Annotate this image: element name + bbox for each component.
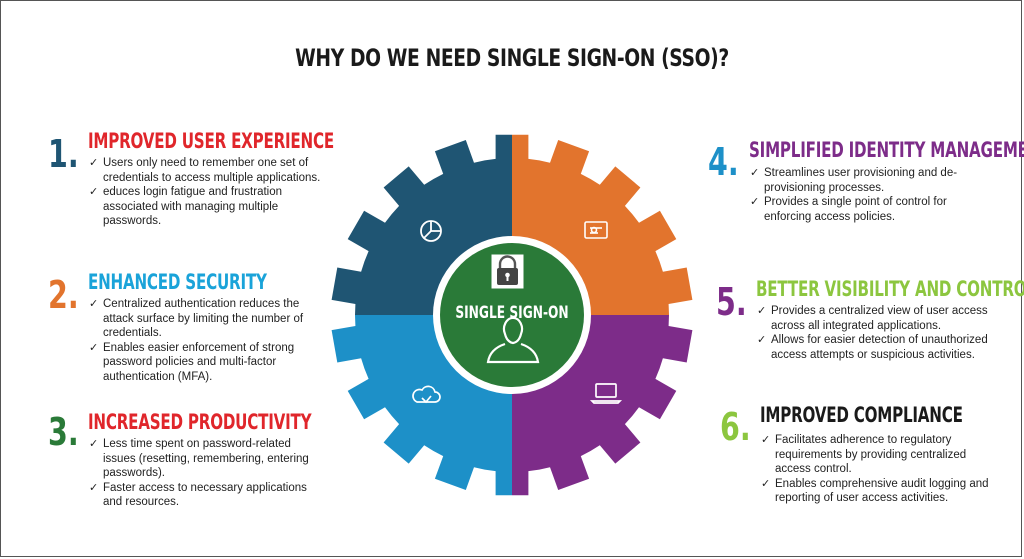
check-icon: ✓ bbox=[89, 157, 99, 169]
list-item: ✓educes login fatigue and frustration as… bbox=[89, 186, 283, 227]
list-item: ✓Provides a centralized view of user acc… bbox=[757, 305, 988, 332]
item-title: BETTER VISIBILITY AND CONTROL bbox=[756, 277, 1024, 301]
list-item: ✓Enables comprehensive audit logging and… bbox=[761, 477, 989, 505]
list-item: ✓Users only need to remember one set of … bbox=[89, 157, 321, 184]
list-item: ✓Provides a single point of control for … bbox=[750, 196, 947, 223]
check-icon: ✓ bbox=[89, 298, 99, 310]
item-points: ✓Streamlines user provisioning and de-pr… bbox=[750, 166, 985, 224]
item-number: 2. bbox=[48, 273, 79, 317]
item-number: 3. bbox=[48, 410, 79, 454]
check-icon: ✓ bbox=[761, 477, 771, 490]
list-item: ✓Streamlines user provisioning and de-pr… bbox=[750, 167, 958, 194]
check-icon: ✓ bbox=[89, 438, 99, 450]
list-item: ✓Enables easier enforcement of strong pa… bbox=[89, 341, 295, 383]
check-icon: ✓ bbox=[750, 196, 760, 208]
document-icon bbox=[584, 221, 608, 239]
item-title: IMPROVED COMPLIANCE bbox=[760, 403, 963, 427]
item-number: 4. bbox=[708, 140, 739, 184]
check-icon: ✓ bbox=[750, 167, 760, 179]
check-icon: ✓ bbox=[89, 186, 99, 198]
item-points: ✓Less time spent on password-related iss… bbox=[89, 437, 324, 510]
item-title: IMPROVED USER EXPERIENCE bbox=[88, 129, 334, 153]
check-icon: ✓ bbox=[757, 334, 767, 346]
page-title: WHY DO WE NEED SINGLE SIGN-ON (SSO)? bbox=[295, 44, 729, 72]
cloud-icon bbox=[412, 385, 441, 404]
item-points: ✓Provides a centralized view of user acc… bbox=[757, 304, 992, 362]
item-title: INCREASED PRODUCTIVITY bbox=[88, 410, 312, 434]
check-icon: ✓ bbox=[757, 305, 767, 317]
item-number: 6. bbox=[720, 405, 751, 449]
user-silhouette-icon bbox=[486, 316, 540, 364]
item-title: SIMPLIFIED IDENTITY MANAGEMENT bbox=[749, 138, 1024, 162]
item-number: 5. bbox=[716, 280, 747, 324]
laptop-icon bbox=[589, 383, 623, 404]
item-number: 1. bbox=[48, 132, 79, 176]
item-points: ✓Users only need to remember one set of … bbox=[89, 156, 324, 229]
list-item: ✓Centralized authentication reduces the … bbox=[89, 298, 304, 339]
list-item: ✓Less time spent on password-related iss… bbox=[89, 438, 309, 479]
check-icon: ✓ bbox=[761, 434, 771, 446]
padlock-icon bbox=[490, 253, 525, 290]
hub-label: SINGLE SIGN-ON bbox=[455, 303, 568, 323]
hub-circle bbox=[440, 243, 584, 387]
pie-chart-icon bbox=[420, 220, 442, 242]
item-points: ✓Centralized authentication reduces the … bbox=[89, 297, 324, 384]
item-title: ENHANCED SECURITY bbox=[88, 270, 267, 294]
check-icon: ✓ bbox=[89, 341, 99, 354]
list-item: ✓Faster access to necessary applications… bbox=[89, 481, 307, 509]
check-icon: ✓ bbox=[89, 481, 99, 494]
list-item: ✓Allows for easier detection of unauthor… bbox=[757, 334, 988, 361]
list-item: ✓Facilitates adherence to regulatory req… bbox=[761, 434, 967, 475]
item-points: ✓Facilitates adherence to regulatory req… bbox=[761, 433, 996, 506]
